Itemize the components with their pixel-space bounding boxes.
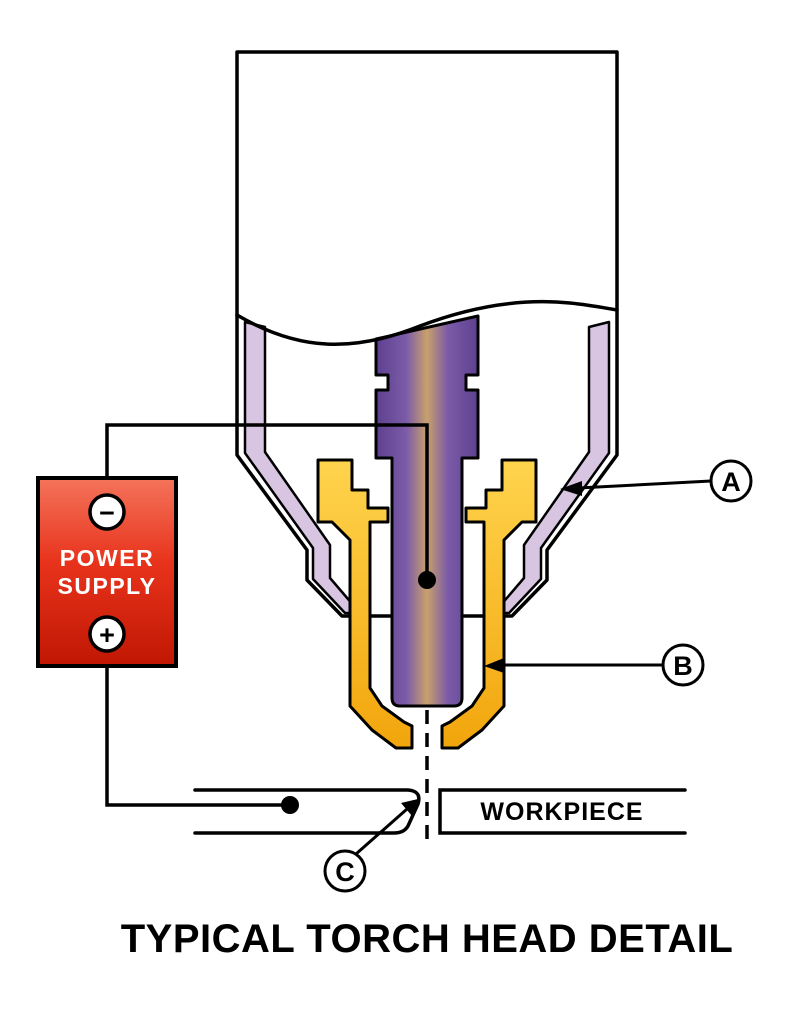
negative-terminal xyxy=(88,493,126,531)
leader-line-c xyxy=(355,807,408,856)
workpiece-right-plate-fill xyxy=(440,790,685,833)
callout-b: B xyxy=(484,643,705,687)
callout-c-letter: C xyxy=(335,857,355,887)
negative-terminal-symbol: − xyxy=(99,498,115,528)
positive-terminal-symbol: + xyxy=(99,620,115,650)
workpiece-label: WORKPIECE xyxy=(480,798,643,826)
power-supply-label-line1: POWER xyxy=(60,545,154,571)
electrode-connection-dot xyxy=(418,571,436,589)
callout-a: A xyxy=(560,459,753,503)
workpiece-left-plate-fill xyxy=(195,790,419,833)
power-supply-label-line2: SUPPLY xyxy=(58,573,157,599)
workpiece-right-plate xyxy=(438,788,687,835)
arrowhead-b xyxy=(484,658,504,673)
power-supply: − POWER SUPPLY + xyxy=(36,476,178,668)
diagram-title: TYPICAL TORCH HEAD DETAIL xyxy=(121,917,734,961)
cutaway-wave-line xyxy=(235,299,619,347)
arrowhead-c xyxy=(401,799,418,816)
callout-a-letter: A xyxy=(721,467,741,497)
callout-b-letter: B xyxy=(673,651,693,681)
callout-a-circle xyxy=(709,459,753,503)
wire-positive xyxy=(105,666,290,807)
callout-c-circle xyxy=(323,849,367,893)
callout-c: C xyxy=(323,799,418,893)
arrowhead-a xyxy=(560,481,582,496)
workpiece-connection-dot xyxy=(281,796,299,814)
nozzle-left xyxy=(316,458,414,750)
wire-negative xyxy=(105,423,429,580)
leader-line-a xyxy=(577,479,712,490)
nozzle-right xyxy=(440,458,538,750)
positive-terminal xyxy=(88,615,126,653)
workpiece-left-plate xyxy=(193,788,421,835)
callout-b-circle xyxy=(661,643,705,687)
